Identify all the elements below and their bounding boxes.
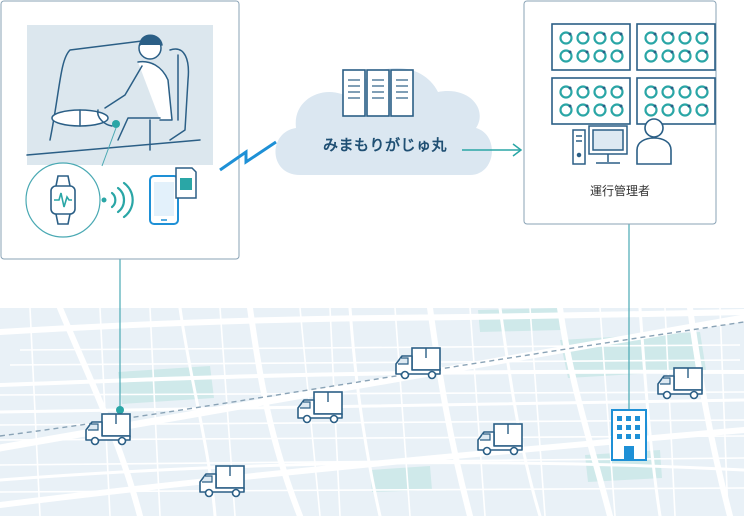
driver-panel	[0, 0, 240, 260]
driver-illustration	[26, 34, 201, 156]
smartphone-icon	[149, 175, 179, 225]
truck-icon	[297, 391, 343, 424]
truck-icon	[657, 367, 703, 400]
monitor-screen	[636, 77, 716, 125]
truck-icon	[199, 465, 245, 498]
truck-icon	[395, 347, 441, 380]
office-building-icon	[611, 409, 647, 461]
monitor-wall-icon	[551, 23, 716, 125]
signal-waves-icon	[110, 181, 134, 219]
truck-icon	[85, 413, 131, 446]
lightning-link-icon	[219, 140, 277, 172]
truck-icon	[477, 423, 523, 456]
desktop-pc-icon	[572, 125, 628, 165]
monitor-screen	[636, 23, 716, 71]
monitor-screen	[551, 23, 631, 71]
watch-indicator-dot	[112, 120, 120, 128]
vehicle-fleet	[85, 347, 703, 498]
connection-lines	[119, 224, 630, 410]
smartwatch-icon	[50, 175, 76, 225]
operations-panel	[523, 0, 717, 225]
data-flow-arrow	[462, 143, 523, 157]
operations-role-label: 運行管理者	[589, 184, 650, 198]
vehicle-location-dot	[116, 406, 124, 414]
operator-icon	[636, 118, 672, 165]
sim-card-icon	[175, 167, 197, 199]
cloud-service	[275, 68, 492, 175]
monitor-screen	[551, 77, 631, 125]
server-icon	[342, 69, 414, 117]
service-name-label: みまもりがじゅ丸	[322, 136, 447, 154]
